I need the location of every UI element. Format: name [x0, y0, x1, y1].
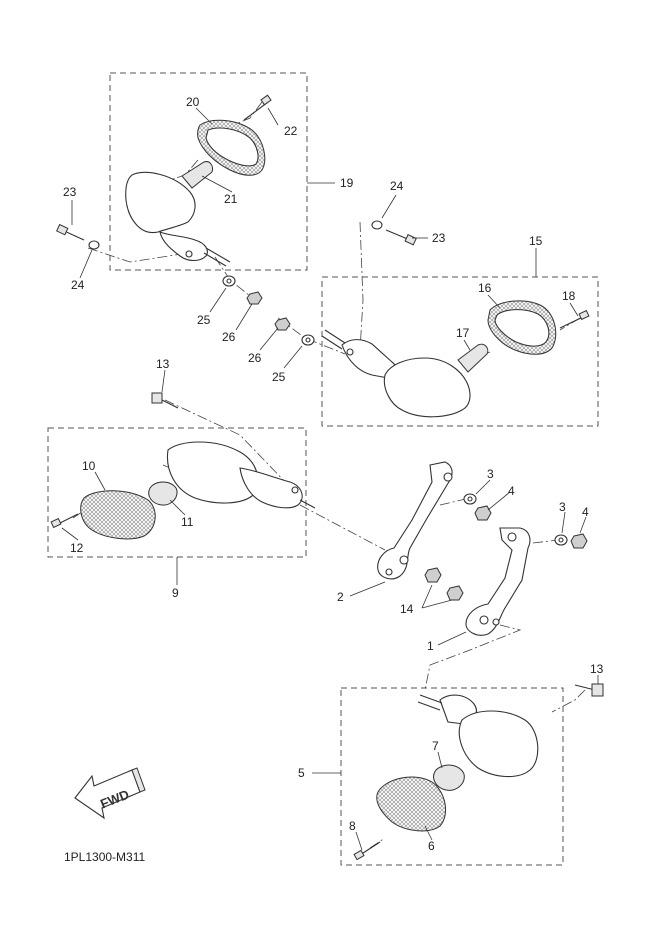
part-number: 25: [197, 313, 211, 327]
part-number: 22: [284, 124, 298, 138]
part-number: 8: [349, 819, 356, 833]
part-number: 18: [562, 289, 576, 303]
turn-signal-assembly-19: [125, 94, 272, 267]
part-number: 1: [427, 639, 434, 653]
part-number: 26: [222, 330, 236, 344]
part-number: 20: [186, 95, 200, 109]
part-number: 16: [478, 281, 492, 295]
part-number: 14: [400, 602, 414, 616]
part-numbers: 20 22 19 21 23 24 24 23 15 16 18 17 25 2…: [63, 95, 604, 853]
part-number: 5: [298, 766, 305, 780]
part-number: 23: [63, 185, 77, 199]
part-number: 25: [272, 370, 286, 384]
part-number: 24: [71, 278, 85, 292]
group-box-5: [340, 687, 564, 866]
turn-signal-assembly-15: [321, 300, 590, 418]
leader-lines: [61, 107, 599, 851]
part-number: 12: [70, 541, 84, 555]
turn-signal-assembly-5: [353, 694, 539, 861]
group-box-19: [109, 72, 308, 271]
part-number: 3: [559, 500, 566, 514]
bracket-2: [377, 461, 453, 580]
part-number: 13: [590, 662, 604, 676]
part-number: 19: [340, 176, 354, 190]
part-number: 21: [224, 192, 238, 206]
group-box-15: [321, 276, 599, 427]
part-number: 4: [582, 505, 589, 519]
part-number: 7: [432, 739, 439, 753]
hardware: [56, 220, 604, 697]
diagram-code: 1PL1300-M311: [64, 850, 145, 864]
part-number: 3: [487, 467, 494, 481]
part-number: 6: [428, 839, 435, 853]
part-number: 24: [390, 179, 404, 193]
part-number: 26: [248, 351, 262, 365]
part-number: 9: [172, 586, 179, 600]
part-number: 15: [529, 234, 543, 248]
part-number: 13: [156, 357, 170, 371]
part-number: 23: [432, 231, 446, 245]
assembly-lines: [72, 101, 586, 849]
part-number: 17: [456, 326, 470, 340]
part-number: 2: [337, 590, 344, 604]
bracket-1: [465, 527, 531, 636]
fwd-arrow: FWD: [74, 767, 146, 820]
part-number: 11: [181, 515, 194, 529]
part-number: 10: [82, 459, 96, 473]
turn-signal-assembly-9: [50, 441, 316, 540]
part-number: 4: [508, 484, 515, 498]
